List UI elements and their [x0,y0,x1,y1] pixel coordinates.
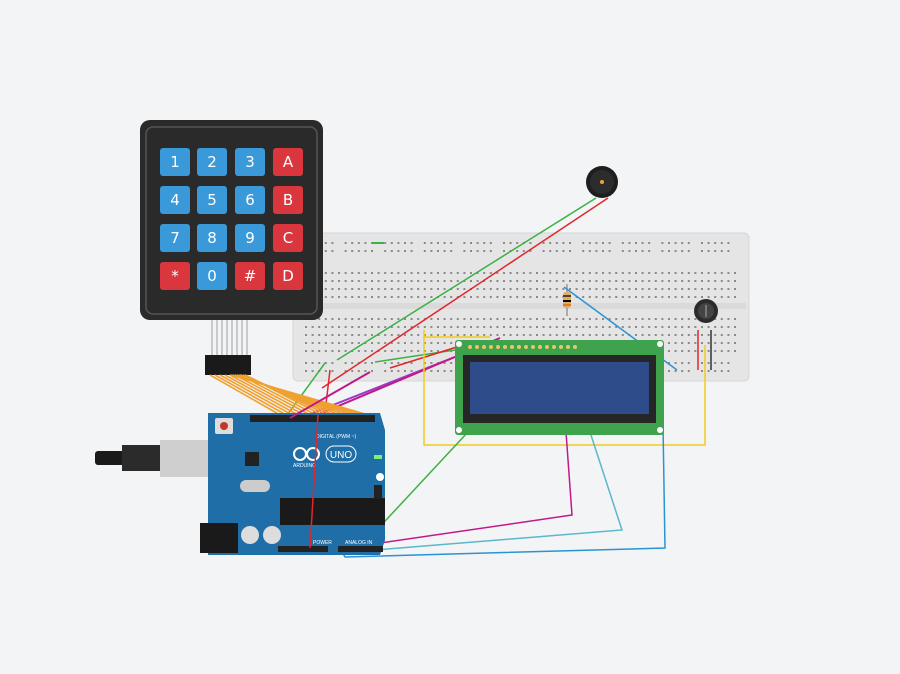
wire-red [389,345,461,369]
breadboard-jumper [372,242,384,244]
wire-red [309,414,319,549]
keypad-key-*[interactable]: * [160,262,190,290]
ribbon-wire [214,374,289,417]
digital-header [250,415,375,422]
key-label: 1 [170,153,180,171]
analog-header-label: ANALOG IN [345,540,373,546]
keypad-key-C[interactable]: C [273,224,303,252]
power-led [374,455,382,459]
key-label: C [283,229,293,247]
key-label: A [283,153,294,171]
ribbon-wire [219,374,295,417]
wire-magenta [289,371,371,419]
keypad-key-2[interactable]: 2 [197,148,227,176]
keypad-key-#[interactable]: # [235,262,265,290]
wire-green [336,197,597,361]
key-label: 8 [207,229,217,247]
ribbon-wire [209,374,283,417]
key-label: * [171,267,179,285]
ribbon-wire [244,374,325,417]
power-header-label: POWER [313,540,332,546]
svg-text:UNO: UNO [330,450,352,461]
keypad-key-0[interactable]: 0 [197,262,227,290]
key-label: 2 [207,153,217,171]
keypad-key-4[interactable]: 4 [160,186,190,214]
keypad-key-6[interactable]: 6 [235,186,265,214]
arduino-uno[interactable]: DIGITAL (PWM ~) POWER ANALOG IN ARDUINO … [200,413,385,555]
piezo-buzzer[interactable] [586,166,618,198]
key-label: 4 [170,191,180,209]
lcd-pins [468,345,577,349]
svg-text:ARDUINO: ARDUINO [293,463,316,469]
wire-yellow [423,330,706,446]
atmega-chip [280,498,385,525]
keypad-key-B[interactable]: B [273,186,303,214]
key-label: 3 [245,153,255,171]
arduino-logo: ARDUINO UNO [293,445,357,469]
resistor[interactable] [563,284,571,316]
ribbon-wire [234,374,313,417]
power-jack [200,523,238,553]
digital-header-label: DIGITAL (PWM ~) [316,434,356,440]
keypad-key-3[interactable]: 3 [235,148,265,176]
key-label: B [283,191,293,209]
keypad-key-1[interactable]: 1 [160,148,190,176]
key-label: 9 [245,229,255,247]
wire-red [321,197,609,389]
keypad-key-7[interactable]: 7 [160,224,190,252]
key-label: 6 [245,191,255,209]
key-label: 7 [170,229,180,247]
keypad-ribbon-pins [211,320,248,356]
potentiometer[interactable] [694,299,718,370]
key-label: D [282,267,294,285]
keypad-ribbon-wires [209,374,373,417]
lcd-display[interactable] [455,340,664,435]
keypad-key-A[interactable]: A [273,148,303,176]
ribbon-wire [224,374,301,417]
key-label: 5 [207,191,217,209]
keypad-key-D[interactable]: D [273,262,303,290]
keypad-key-8[interactable]: 8 [197,224,227,252]
wire-magenta [359,431,573,547]
keypad-key-9[interactable]: 9 [235,224,265,252]
ribbon-wire [229,374,307,417]
key-label: 0 [207,267,217,285]
ribbon-wire [230,374,373,417]
keypad-key-5[interactable]: 5 [197,186,227,214]
key-label: # [244,267,257,285]
wire-cyan [349,431,624,553]
keypad-4x4[interactable]: 1 2 3 A 4 5 6 B 7 8 9 C * 0 # D [140,120,323,375]
keypad-connector [205,355,251,375]
